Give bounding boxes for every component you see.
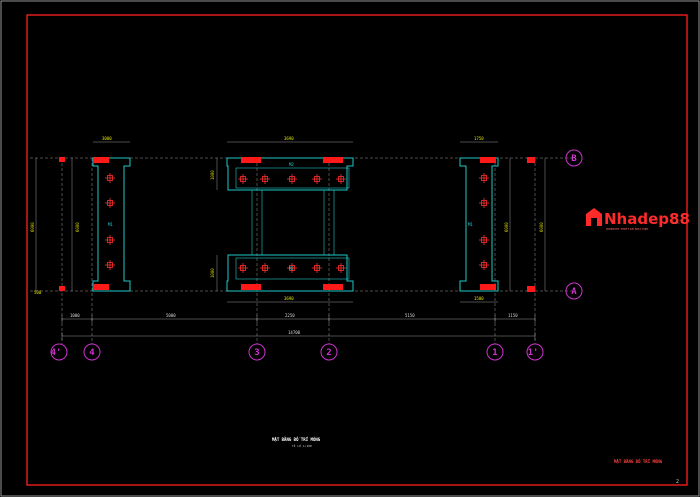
house-icon	[586, 208, 602, 226]
label-m1-left: M1	[108, 222, 113, 227]
dimension-ticks	[61, 315, 536, 340]
column-1p-bottom	[527, 286, 535, 292]
dimension-lines	[35, 141, 546, 337]
column-m2-top-right	[323, 157, 343, 163]
dim-m2-top-height: 1000	[210, 170, 215, 180]
label-m2-top: M2	[289, 162, 294, 167]
grid-label-4p: 4'	[51, 348, 62, 358]
pile-mark	[479, 235, 489, 245]
dim-bottom-total: 14700	[288, 330, 301, 335]
pile-mark	[336, 263, 346, 273]
footing-connectors	[251, 190, 335, 255]
column-4p-bottom	[59, 286, 65, 291]
pile-mark	[260, 174, 270, 184]
pile-mark	[105, 235, 115, 245]
footing-m2-top	[226, 157, 354, 191]
grid-bubble-a	[565, 282, 583, 300]
pile-mark	[312, 263, 322, 273]
pile-mark	[312, 174, 322, 184]
column-left-bottom	[93, 284, 109, 290]
dim-left-outer: 6000	[30, 222, 35, 232]
drawing-scale-note: TỈ LỆ 1/100	[292, 443, 312, 448]
footing-m1-left	[92, 157, 131, 292]
column-4p-top	[59, 157, 65, 162]
pile-mark	[105, 198, 115, 208]
pile-mark	[479, 260, 489, 270]
footing-m2-bottom-inner	[235, 257, 350, 280]
label-m1-right: M1	[468, 222, 473, 227]
column-1p-top	[527, 157, 535, 163]
pile-mark	[105, 260, 115, 270]
column-right-bottom	[480, 284, 496, 290]
dim-left-inner: 6000	[75, 222, 80, 232]
pile-marks	[105, 173, 489, 273]
grid-label-1p: 1'	[528, 348, 539, 358]
column-m2-bottom-right	[323, 284, 343, 290]
footing-m2-top-inner	[235, 167, 350, 189]
dim-right-inner: 6000	[504, 222, 509, 232]
dim-top-left: 3000	[102, 136, 112, 141]
grid-label-a: A	[571, 287, 577, 297]
pile-mark	[105, 173, 115, 183]
pile-mark	[479, 173, 489, 183]
grid-bubble-2	[320, 343, 338, 361]
grid-bubble-4p	[50, 343, 68, 361]
label-m2-bottom: M2	[289, 266, 294, 271]
footing-m1-right	[459, 157, 499, 292]
grid-bubble-4	[83, 343, 101, 361]
dim-right-bottom-width: 1500	[474, 296, 484, 301]
corner-title: MẶT BẰNG BỐ TRÍ MÓNG	[614, 459, 663, 464]
dim-bottom-span-5: 1150	[508, 313, 518, 318]
page-number: 2	[676, 479, 679, 485]
grid-bubble-3	[248, 343, 266, 361]
pile-mark	[238, 174, 248, 184]
pile-mark	[336, 174, 346, 184]
footing-m2-bottom	[226, 254, 354, 292]
drawing-frame	[26, 14, 688, 486]
grid-label-b: B	[571, 154, 577, 164]
grid-bubble-1	[486, 343, 504, 361]
logo-text: Nhadep88	[604, 210, 690, 228]
grid-bubble-1p	[526, 343, 544, 361]
grid-bubbles	[50, 149, 583, 361]
drawing-title: MẶT BẰNG BỐ TRÍ MÓNG	[272, 437, 321, 442]
grid-bubble-b	[565, 149, 583, 167]
dim-left-small: 500	[34, 290, 42, 295]
dim-m2-bottom-height: 1000	[210, 268, 215, 278]
column-left-top	[93, 157, 109, 163]
grid-lines	[30, 157, 572, 344]
house-door-icon	[591, 218, 597, 226]
logo-suffix: .com	[672, 221, 679, 225]
dim-top-center: 3690	[284, 136, 294, 141]
column-right-top	[480, 157, 496, 163]
dim-bottom-span-4: 5150	[405, 313, 415, 318]
pile-mark	[238, 263, 248, 273]
dim-bottom-span-1: 1000	[70, 313, 80, 318]
dim-bottom-span-2: 5000	[166, 313, 176, 318]
column-m2-top-left	[241, 157, 261, 163]
column-m2-bottom-left	[241, 284, 261, 290]
dim-top-right: 1750	[474, 136, 484, 141]
logo-tagline: WEBSITE THIẾT KẾ NHÀ ĐẸP	[606, 225, 649, 231]
dim-bottom-span-3: 2250	[285, 313, 295, 318]
nhadep88-logo: Nhadep88 .com WEBSITE THIẾT KẾ NHÀ ĐẸP	[586, 208, 690, 231]
dim-m2-bottom-width: 3690	[284, 296, 294, 301]
pile-mark	[287, 174, 297, 184]
grid-label-1: 1	[492, 348, 497, 358]
grid-label-3: 3	[254, 348, 259, 358]
pile-mark	[479, 198, 489, 208]
dim-right-outer: 6000	[539, 222, 544, 232]
grid-label-2: 2	[326, 348, 331, 358]
pile-mark	[260, 263, 270, 273]
pile-mark	[287, 263, 297, 273]
grid-label-4: 4	[89, 348, 95, 358]
